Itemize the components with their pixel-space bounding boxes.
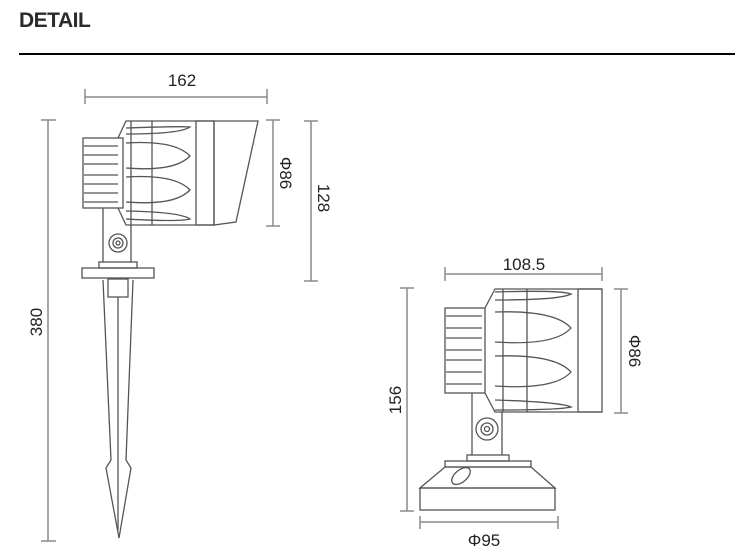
lamp-head-front <box>444 288 603 413</box>
mount-base-front <box>418 393 557 511</box>
dimension-label-height: 156 <box>386 386 405 414</box>
dimension-label-width: 108.5 <box>503 255 546 274</box>
side-view: 162 380 Φ86 128 <box>27 71 333 542</box>
section-title: DETAIL <box>19 9 91 32</box>
dimension-diameter-86 <box>614 288 628 414</box>
dimension-total-height-380 <box>41 119 56 542</box>
mount-bracket-side <box>81 208 155 279</box>
dimension-label-diameter: Φ86 <box>276 157 295 189</box>
title-divider <box>19 53 735 55</box>
dimension-height-156 <box>400 287 414 512</box>
dimension-label-base-diameter: Φ95 <box>468 531 500 550</box>
dimension-label-width: 162 <box>168 71 196 90</box>
dimension-label-head-height: 128 <box>314 184 333 212</box>
dimension-head-height-128 <box>304 120 318 282</box>
front-view: 108.5 156 Φ86 Φ95 <box>386 255 644 550</box>
ground-spike <box>102 278 134 539</box>
lamp-head-side <box>82 120 259 226</box>
dimension-label-total-height: 380 <box>27 308 46 336</box>
dimension-label-diameter: Φ86 <box>625 335 644 367</box>
dimension-base-diameter-95 <box>419 516 559 529</box>
dimension-width-162 <box>84 89 268 104</box>
dimension-width-108-5 <box>444 267 603 281</box>
dimension-diameter-86 <box>266 119 280 227</box>
